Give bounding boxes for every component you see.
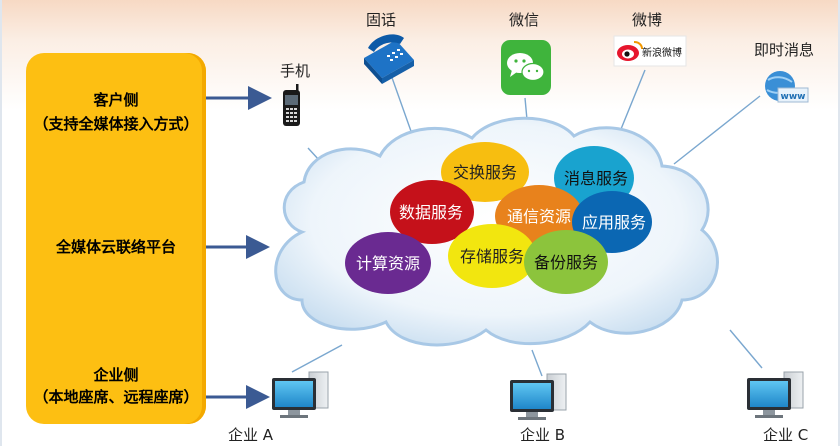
service-backup-bubble [524,230,608,294]
weibo-logo-text: 新浪微博 [642,46,682,59]
services-group: 交换服务 消息服务 数据服务 通信资源 应用服务 计算资源 存储服务 备份服务 [345,142,652,294]
service-exchange-bubble [441,142,529,202]
wechat-icon [501,40,551,95]
panel-arrows [206,86,272,409]
landline-phone-icon [364,34,414,84]
mobile-phone-icon [283,84,300,126]
weibo-label: 微博 [632,11,663,29]
im-label: 即时消息 [754,41,815,59]
customer-side-title: 客户侧 [93,91,139,109]
landline-label: 固话 [366,11,397,29]
service-storage-label: 存储服务 [460,247,524,266]
service-exchange-label: 交换服务 [453,163,517,182]
computer-b-icon [510,373,567,420]
service-comm-label: 通信资源 [507,207,571,226]
line-weibo [618,69,646,135]
line-ent-a [291,344,343,373]
service-backup-label: 备份服务 [534,253,598,272]
service-compute-bubble [345,232,431,294]
service-storage-bubble [448,224,536,288]
computer-a-icon [272,371,329,418]
enterprise-a-label: 企业 A [228,426,274,444]
side-panel: 客户侧 （支持全媒体接入方式） 全媒体云联络平台 企业侧 （本地座席、远程座席） [26,53,206,424]
phone-label: 手机 [280,62,311,80]
instant-message-icon: www [765,71,809,103]
service-compute-label: 计算资源 [356,254,420,273]
line-ent-b [531,349,543,377]
line-landline [389,71,413,135]
computer-c-icon [747,371,804,418]
service-message-label: 消息服务 [564,169,628,188]
line-im [673,95,761,165]
customer-side-subtitle: （支持全媒体接入方式） [33,115,199,133]
www-label: www [781,92,806,102]
enterprise-c-label: 企业 C [763,426,809,444]
enterprise-side-subtitle: （本地座席、远程座席） [33,388,199,406]
enterprise-b-label: 企业 B [520,426,566,444]
service-data-label: 数据服务 [399,203,463,222]
line-ent-c [729,329,763,369]
weibo-icon: 新浪微博 [613,35,687,67]
platform-label: 全媒体云联络平台 [55,238,176,256]
enterprise-side-title: 企业侧 [93,366,139,384]
wechat-label: 微信 [509,11,540,29]
service-data-bubble [390,180,474,244]
service-app-label: 应用服务 [582,213,646,232]
